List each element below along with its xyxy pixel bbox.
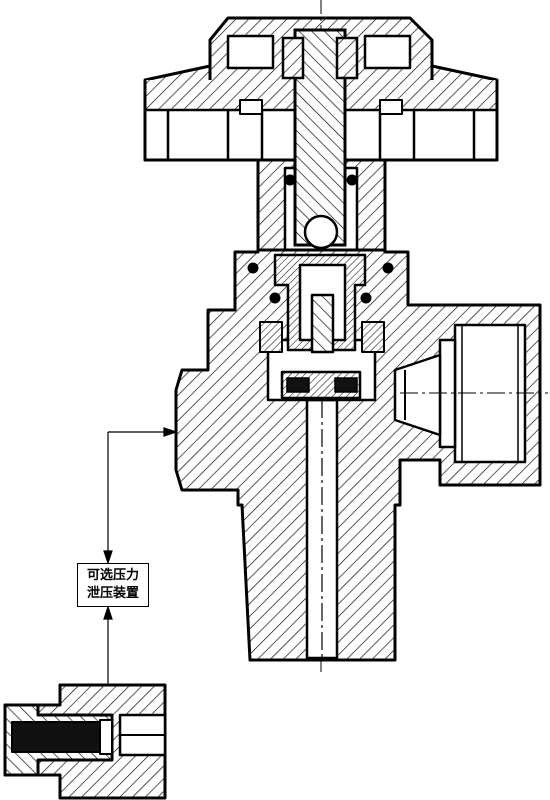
centerlines (320, 0, 548, 672)
cap-recess-right (363, 34, 412, 70)
seat-seal-left (286, 377, 310, 393)
cap-recess-left (226, 34, 275, 70)
arrow-to-body (163, 427, 178, 437)
callout-line-2: 泄压装置 (86, 586, 139, 601)
arrow-to-callout (103, 550, 113, 565)
callout-box-optional-relief-device: 可选压力 泄压装置 (77, 563, 149, 607)
relief-device-detail (3, 683, 167, 800)
callout-line-1: 可选压力 (86, 568, 139, 583)
valve-body (174, 248, 542, 662)
stem-ball (303, 214, 339, 250)
valve-stem (281, 28, 359, 250)
callout-leaders (103, 427, 178, 685)
relief-core (11, 721, 101, 753)
seat-seal-right (334, 377, 358, 393)
arrow-from-device (103, 605, 113, 620)
